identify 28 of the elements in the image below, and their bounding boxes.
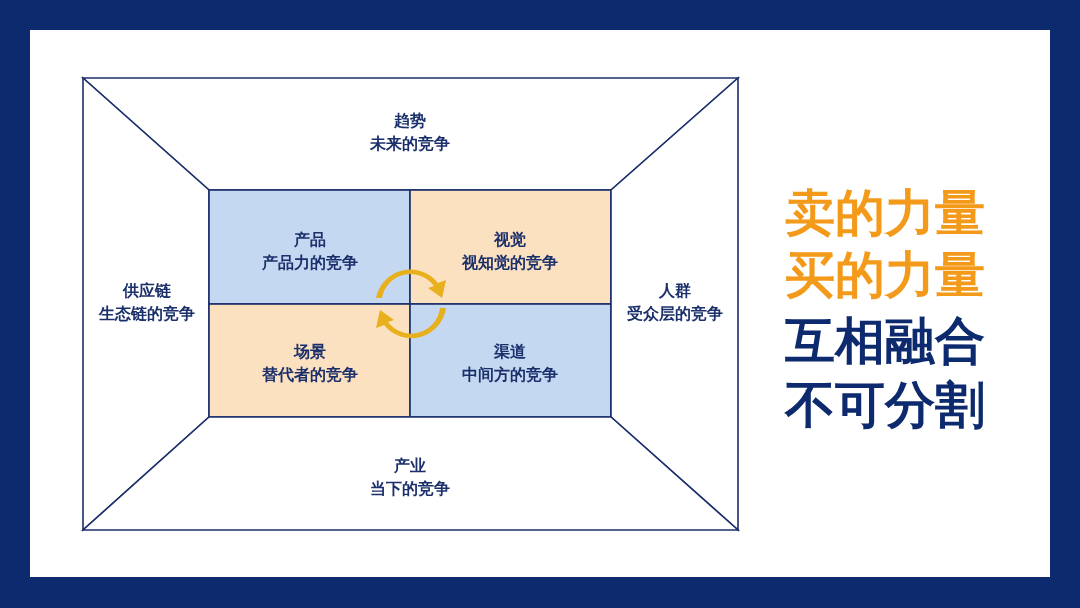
slogan-text: 不可分割 bbox=[785, 376, 985, 434]
body-text: 中间方的竞争 bbox=[461, 364, 559, 386]
band-trapezoid bbox=[83, 417, 738, 530]
body-text: 替代者的竞争 bbox=[261, 364, 359, 386]
quadrant-cell bbox=[209, 304, 410, 417]
body-text: 生态链的竞争 bbox=[97, 303, 196, 325]
heading-text: 渠道 bbox=[493, 341, 527, 363]
slogan-text: 卖的力量 bbox=[785, 184, 985, 242]
band-trapezoid bbox=[83, 78, 738, 190]
band-trapezoid bbox=[83, 78, 209, 530]
heading-text: 供应链 bbox=[121, 280, 172, 302]
body-text: 视知觉的竞争 bbox=[461, 252, 559, 274]
body-text: 未来的竞争 bbox=[369, 133, 451, 155]
body-text: 产品力的竞争 bbox=[261, 252, 359, 274]
heading-text: 人群 bbox=[658, 280, 692, 302]
slogan-text: 买的力量 bbox=[785, 246, 985, 304]
body-text: 当下的竞争 bbox=[369, 478, 451, 500]
heading-text: 产业 bbox=[393, 455, 427, 477]
quadrant-cell bbox=[410, 304, 611, 417]
slogan-text: 互相融合 bbox=[785, 312, 985, 370]
heading-text: 场景 bbox=[292, 341, 327, 363]
quadrant-cell bbox=[209, 190, 410, 304]
heading-text: 视觉 bbox=[493, 229, 527, 251]
body-text: 受众层的竞争 bbox=[626, 303, 724, 325]
heading-text: 趋势 bbox=[393, 110, 427, 132]
quadrant-cell bbox=[410, 190, 611, 304]
band-trapezoid bbox=[611, 78, 738, 530]
heading-text: 产品 bbox=[293, 229, 327, 251]
